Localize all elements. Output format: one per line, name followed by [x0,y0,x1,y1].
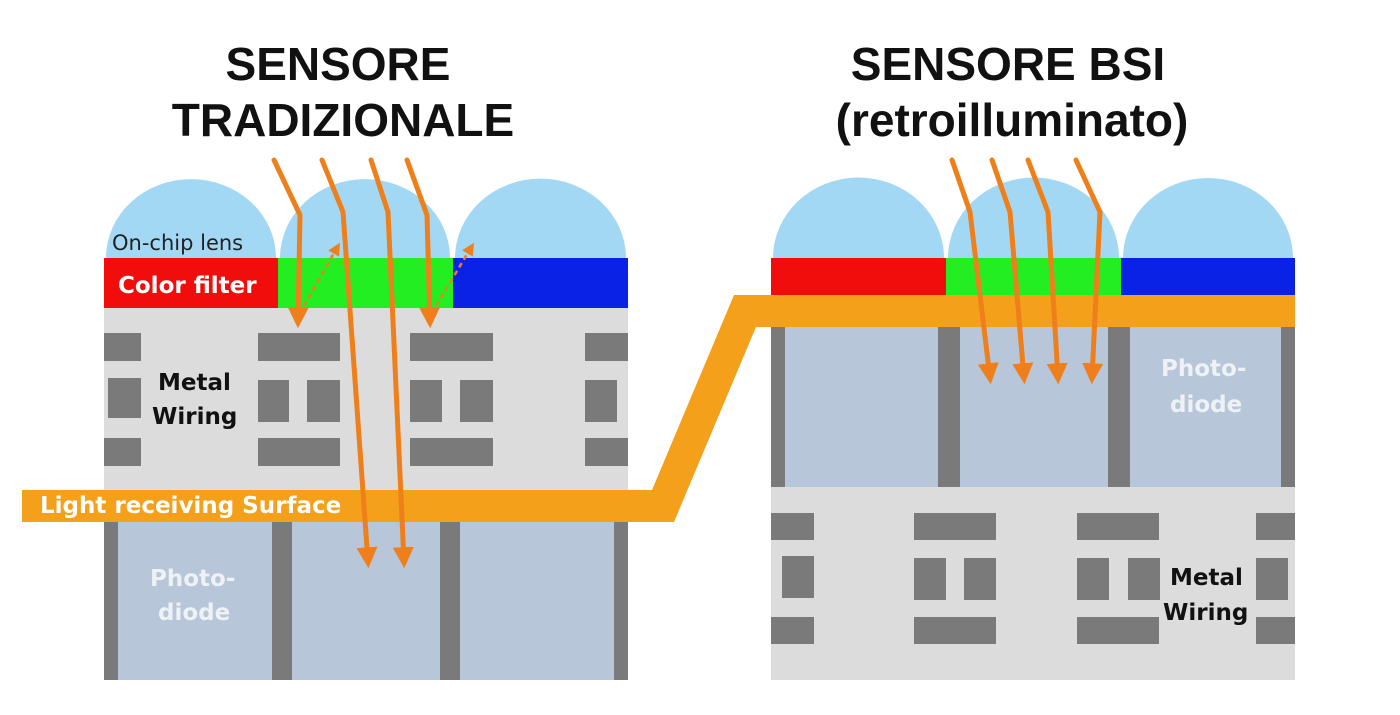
trad-wiring-layer [104,308,628,490]
trad-reflect-ray-2 [434,242,474,307]
light-surface-band [22,295,1295,522]
trad-reflected-rays [302,242,474,307]
traditional-sensor: On-chip lens Color filter Metal Wiring P… [104,178,628,680]
bsi-photodiode-separators [771,327,1295,487]
trad-red-filter [104,258,278,308]
lens-label: On-chip lens [112,231,243,255]
bsi-wiring-layer [771,487,1295,680]
bsi-lens-1 [773,177,944,258]
photodiode-label-line2: diode [158,600,230,626]
bsi-ray-4 [1073,157,1104,385]
trad-green-filter [278,258,453,308]
bsi-light-rays [949,157,1104,385]
bsi-lens-3 [1123,178,1293,258]
bsi-blue-filter [1121,258,1295,295]
bsi-sensor: Photo- diode Metal Wiring [771,177,1295,680]
trad-lens-3 [455,178,626,258]
trad-title-line2: TRADIZIONALE [172,94,514,146]
bsi-metal-wiring-blocks [771,513,1295,644]
bsi-ray-1 [949,157,999,385]
bsi-metal-wiring-label-line2: Wiring [1163,600,1248,626]
trad-photodiode-separators [104,522,628,680]
bsi-photodiode-layer [771,327,1295,487]
bsi-title-line2: (retroilluminato) [836,94,1189,146]
trad-lens-2 [280,179,450,258]
bsi-ray-3 [1025,157,1068,385]
bsi-metal-wiring-label-line1: Metal [1170,565,1243,591]
trad-reflect-ray-1 [302,242,340,307]
bsi-title-line1: SENSORE BSI [851,38,1165,90]
trad-title-line1: SENSORE [226,38,451,90]
light-receiving-surface: Light receiving Surface [22,295,1295,522]
trad-light-rays [271,157,441,569]
light-surface-label: Light receiving Surface [40,493,341,519]
trad-blue-filter [453,258,628,308]
color-filter-label: Color filter [118,273,257,299]
trad-lens-1 [106,179,276,258]
bsi-ray-2 [989,157,1034,385]
trad-ray-2 [319,157,378,569]
trad-metal-wiring-blocks [104,333,628,466]
photodiode-label-line1: Photo- [150,566,235,592]
trad-ray-3 [368,157,414,569]
bsi-lens-2 [948,177,1119,258]
bsi-photodiode-label-line1: Photo- [1161,356,1246,382]
bsi-photodiode-label-line2: diode [1170,392,1242,418]
bsi-red-filter [771,258,946,295]
metal-wiring-label-line2: Wiring [152,404,237,430]
trad-ray-4 [404,157,441,329]
trad-ray-1 [271,157,309,329]
metal-wiring-label-line1: Metal [158,370,231,396]
